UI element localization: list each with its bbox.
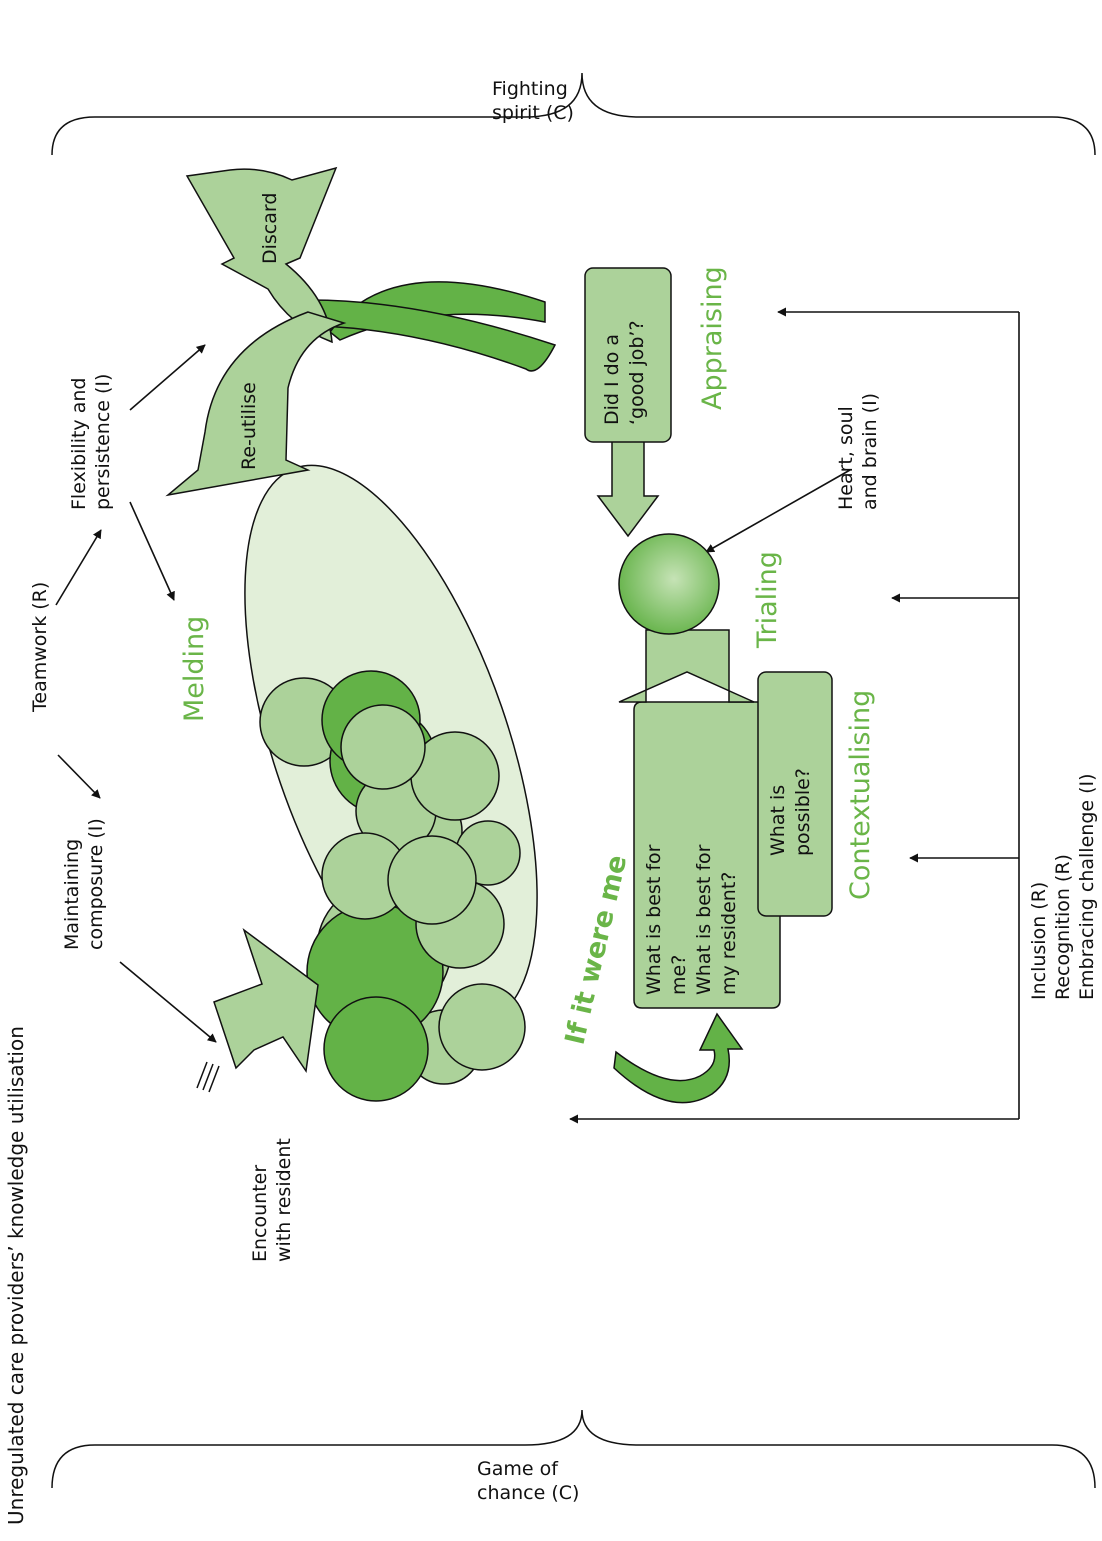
stage-contextualising: Contextualising — [845, 690, 876, 900]
brace-top-game-of-chance — [51, 1409, 1096, 1489]
label-line: What is best for — [693, 844, 715, 995]
context-bubble-possible — [757, 671, 833, 917]
knowledge-circle — [323, 996, 429, 1102]
brace-bottom-fighting-spirit — [51, 72, 1096, 156]
teamwork-to-flexibility-arrow — [55, 529, 102, 606]
teamwork-to-composure-arrow — [57, 754, 101, 799]
label-line: chance (C) — [477, 1482, 579, 1504]
encounter-arrow — [196, 927, 319, 1093]
curved-arrow-to-contextualising — [613, 1012, 744, 1104]
good-job-text: Did I do a‘good job’? — [601, 320, 648, 425]
knowledge-circles — [259, 670, 526, 1102]
composure-arrow — [119, 961, 217, 1043]
reutilise-label: Re-utilise — [238, 382, 260, 470]
flexibility-to-melding-arrow — [129, 501, 175, 601]
label-line: Game of — [477, 1458, 559, 1480]
feedback-factors-label: Inclusion (R)Recognition (R)Embracing ch… — [1028, 773, 1098, 1000]
label-line: Did I do a — [601, 334, 623, 425]
label-line: possible? — [792, 768, 814, 856]
if-it-were-me: If it were me — [560, 852, 634, 1047]
appraisal-down-arrow — [596, 439, 660, 538]
teamwork-label-text: Teamwork (R) — [29, 582, 51, 713]
label-line: me? — [668, 955, 690, 995]
flexibility-to-fork-arrow — [129, 344, 206, 411]
label-line: What is best for — [643, 844, 665, 995]
good-job-text-text: Did I do a‘good job’? — [601, 320, 648, 425]
label-line: Recognition (R) — [1052, 854, 1074, 1000]
label-line: Flexibility and — [68, 378, 90, 510]
teamwork-label: Teamwork (R) — [29, 582, 51, 713]
upward-block-arrow — [618, 629, 755, 703]
knowledge-circle — [438, 983, 526, 1071]
stage-melding: Melding — [179, 616, 210, 722]
discard-arrow — [185, 166, 338, 344]
label-line: Fighting — [492, 78, 568, 100]
stage-appraising: Appraising — [697, 266, 728, 410]
label-line: Embracing challenge (I) — [1076, 773, 1098, 1000]
feedback-factors-label-text: Inclusion (R)Recognition (R)Embracing ch… — [1028, 773, 1098, 1000]
knowledge-circle — [340, 704, 426, 790]
label-line: What is — [767, 785, 789, 856]
label-line: composure (I) — [85, 818, 107, 950]
label-line: persistence (I) — [92, 374, 114, 510]
label-line: spirit (C) — [492, 102, 574, 124]
influence-arrows — [55, 344, 851, 1043]
label-line: Teamwork (R) — [29, 582, 51, 713]
trialing-sphere — [618, 533, 720, 635]
label-line: Heart, soul — [835, 406, 857, 510]
label-line: and brain (I) — [859, 393, 881, 510]
label-line: Inclusion (R) — [1028, 882, 1050, 1000]
discard-label: Discard — [259, 193, 281, 264]
fork-ribbon-reutilise — [308, 299, 557, 372]
label-line: ‘good job’? — [626, 320, 648, 425]
good-job-box — [584, 267, 672, 443]
label-line: my resident? — [718, 872, 740, 995]
heart-arrow — [705, 469, 851, 553]
label-line: Encounter — [249, 1165, 271, 1262]
knowledge-circle — [387, 835, 477, 925]
label-line: with resident — [273, 1138, 295, 1262]
feedback-loop — [569, 307, 1020, 1124]
stage-trialing: Trialing — [752, 551, 783, 649]
diagram-title: Unregulated care providers’ knowledge ut… — [4, 1026, 28, 1525]
reutilise-arrow — [165, 311, 347, 497]
label-line: Maintaining — [61, 839, 83, 950]
